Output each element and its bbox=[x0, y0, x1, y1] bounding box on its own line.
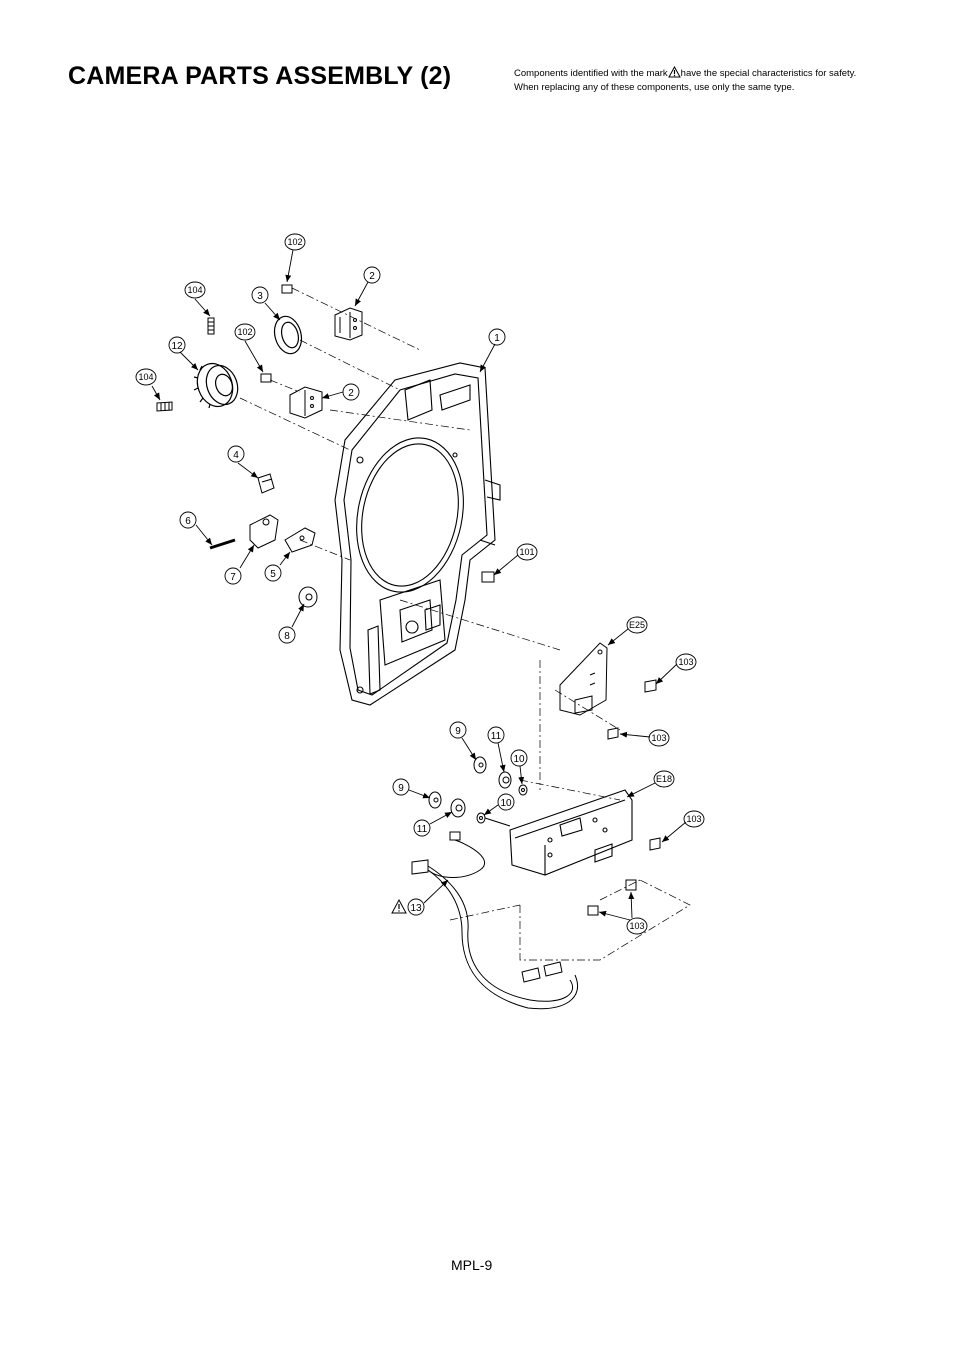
svg-text:6: 6 bbox=[185, 516, 191, 527]
callout-103c: 103 bbox=[683, 810, 705, 828]
warning-triangle-icon bbox=[667, 65, 681, 82]
assembly-guide-lines bbox=[239, 287, 691, 961]
svg-text:12: 12 bbox=[171, 341, 183, 352]
main-frame-part bbox=[334, 362, 501, 706]
board-E18 bbox=[509, 789, 633, 876]
svg-text:102: 102 bbox=[287, 237, 302, 247]
svg-text:5: 5 bbox=[270, 569, 276, 580]
callout-103a: 103 bbox=[675, 653, 697, 671]
gear-ring-part-12 bbox=[193, 362, 239, 409]
warning-triangle-icon bbox=[391, 898, 407, 914]
svg-text:102: 102 bbox=[237, 327, 252, 337]
svg-text:3: 3 bbox=[257, 291, 263, 302]
callout-9b: 9 bbox=[392, 778, 410, 796]
svg-text:4: 4 bbox=[233, 450, 239, 461]
ring-part-3 bbox=[273, 315, 303, 355]
callout-11b: 11 bbox=[413, 819, 431, 837]
small-parts bbox=[209, 473, 318, 608]
safety-note-line1-before: Components identified with the mark bbox=[514, 68, 668, 79]
svg-text:103: 103 bbox=[629, 921, 644, 931]
svg-text:104: 104 bbox=[187, 285, 202, 295]
callout-7: 7 bbox=[224, 567, 242, 585]
callout-6: 6 bbox=[179, 511, 197, 529]
board-E25 bbox=[559, 642, 608, 716]
callout-8: 8 bbox=[278, 626, 296, 644]
bracket-part-2-top bbox=[334, 307, 363, 341]
svg-text:103: 103 bbox=[651, 733, 666, 743]
page-title: CAMERA PARTS ASSEMBLY (2) bbox=[68, 62, 452, 90]
callout-2b: 2 bbox=[342, 383, 360, 401]
svg-text:7: 7 bbox=[230, 572, 236, 583]
safety-note: Components identified with the mark have … bbox=[514, 65, 857, 94]
callout-E25: E25 bbox=[626, 616, 648, 634]
svg-text:103: 103 bbox=[678, 657, 693, 667]
callout-5: 5 bbox=[264, 564, 282, 582]
callout-3: 3 bbox=[251, 286, 269, 304]
callout-labels: 102 2 104 3 102 1 12 2 104 4 6 7 5 101 8… bbox=[135, 233, 705, 935]
svg-text:E18: E18 bbox=[656, 774, 672, 784]
callout-104b: 104 bbox=[135, 368, 157, 386]
callout-104a: 104 bbox=[184, 281, 206, 299]
svg-text:8: 8 bbox=[284, 631, 290, 642]
bracket-part-2-lower bbox=[289, 386, 323, 419]
callout-103b: 103 bbox=[648, 729, 670, 747]
cable-13 bbox=[411, 831, 579, 1010]
callout-1: 1 bbox=[488, 328, 506, 346]
svg-text:1: 1 bbox=[494, 333, 500, 344]
washers bbox=[428, 756, 528, 827]
callout-E18: E18 bbox=[653, 770, 675, 788]
callout-102a: 102 bbox=[284, 233, 306, 251]
svg-text:11: 11 bbox=[417, 824, 428, 835]
svg-text:13: 13 bbox=[410, 903, 422, 914]
page-number: MPL-9 bbox=[451, 1257, 493, 1273]
svg-text:E25: E25 bbox=[629, 620, 645, 630]
svg-text:10: 10 bbox=[513, 754, 525, 765]
svg-text:104: 104 bbox=[138, 372, 153, 382]
callout-4: 4 bbox=[227, 445, 245, 463]
svg-text:11: 11 bbox=[491, 731, 502, 742]
svg-text:2: 2 bbox=[348, 388, 354, 399]
svg-text:9: 9 bbox=[398, 783, 404, 794]
svg-text:2: 2 bbox=[369, 271, 375, 282]
callout-102b: 102 bbox=[234, 323, 256, 341]
callout-103d: 103 bbox=[626, 917, 648, 935]
safety-note-line2: When replacing any of these components, … bbox=[514, 82, 795, 93]
callout-12: 12 bbox=[168, 336, 186, 354]
svg-text:101: 101 bbox=[519, 547, 534, 557]
leader-arrows bbox=[151, 249, 687, 921]
callout-10a: 10 bbox=[510, 749, 528, 767]
callout-13: 13 bbox=[407, 898, 425, 916]
safety-note-line1-after: have the special characteristics for saf… bbox=[680, 68, 857, 79]
callout-101: 101 bbox=[516, 543, 538, 561]
callout-9a: 9 bbox=[449, 721, 467, 739]
callout-10b: 10 bbox=[497, 793, 515, 811]
svg-text:9: 9 bbox=[455, 726, 461, 737]
svg-text:10: 10 bbox=[500, 798, 512, 809]
callout-2a: 2 bbox=[363, 266, 381, 284]
callout-11a: 11 bbox=[487, 726, 505, 744]
screws bbox=[156, 284, 661, 916]
svg-text:103: 103 bbox=[686, 814, 701, 824]
